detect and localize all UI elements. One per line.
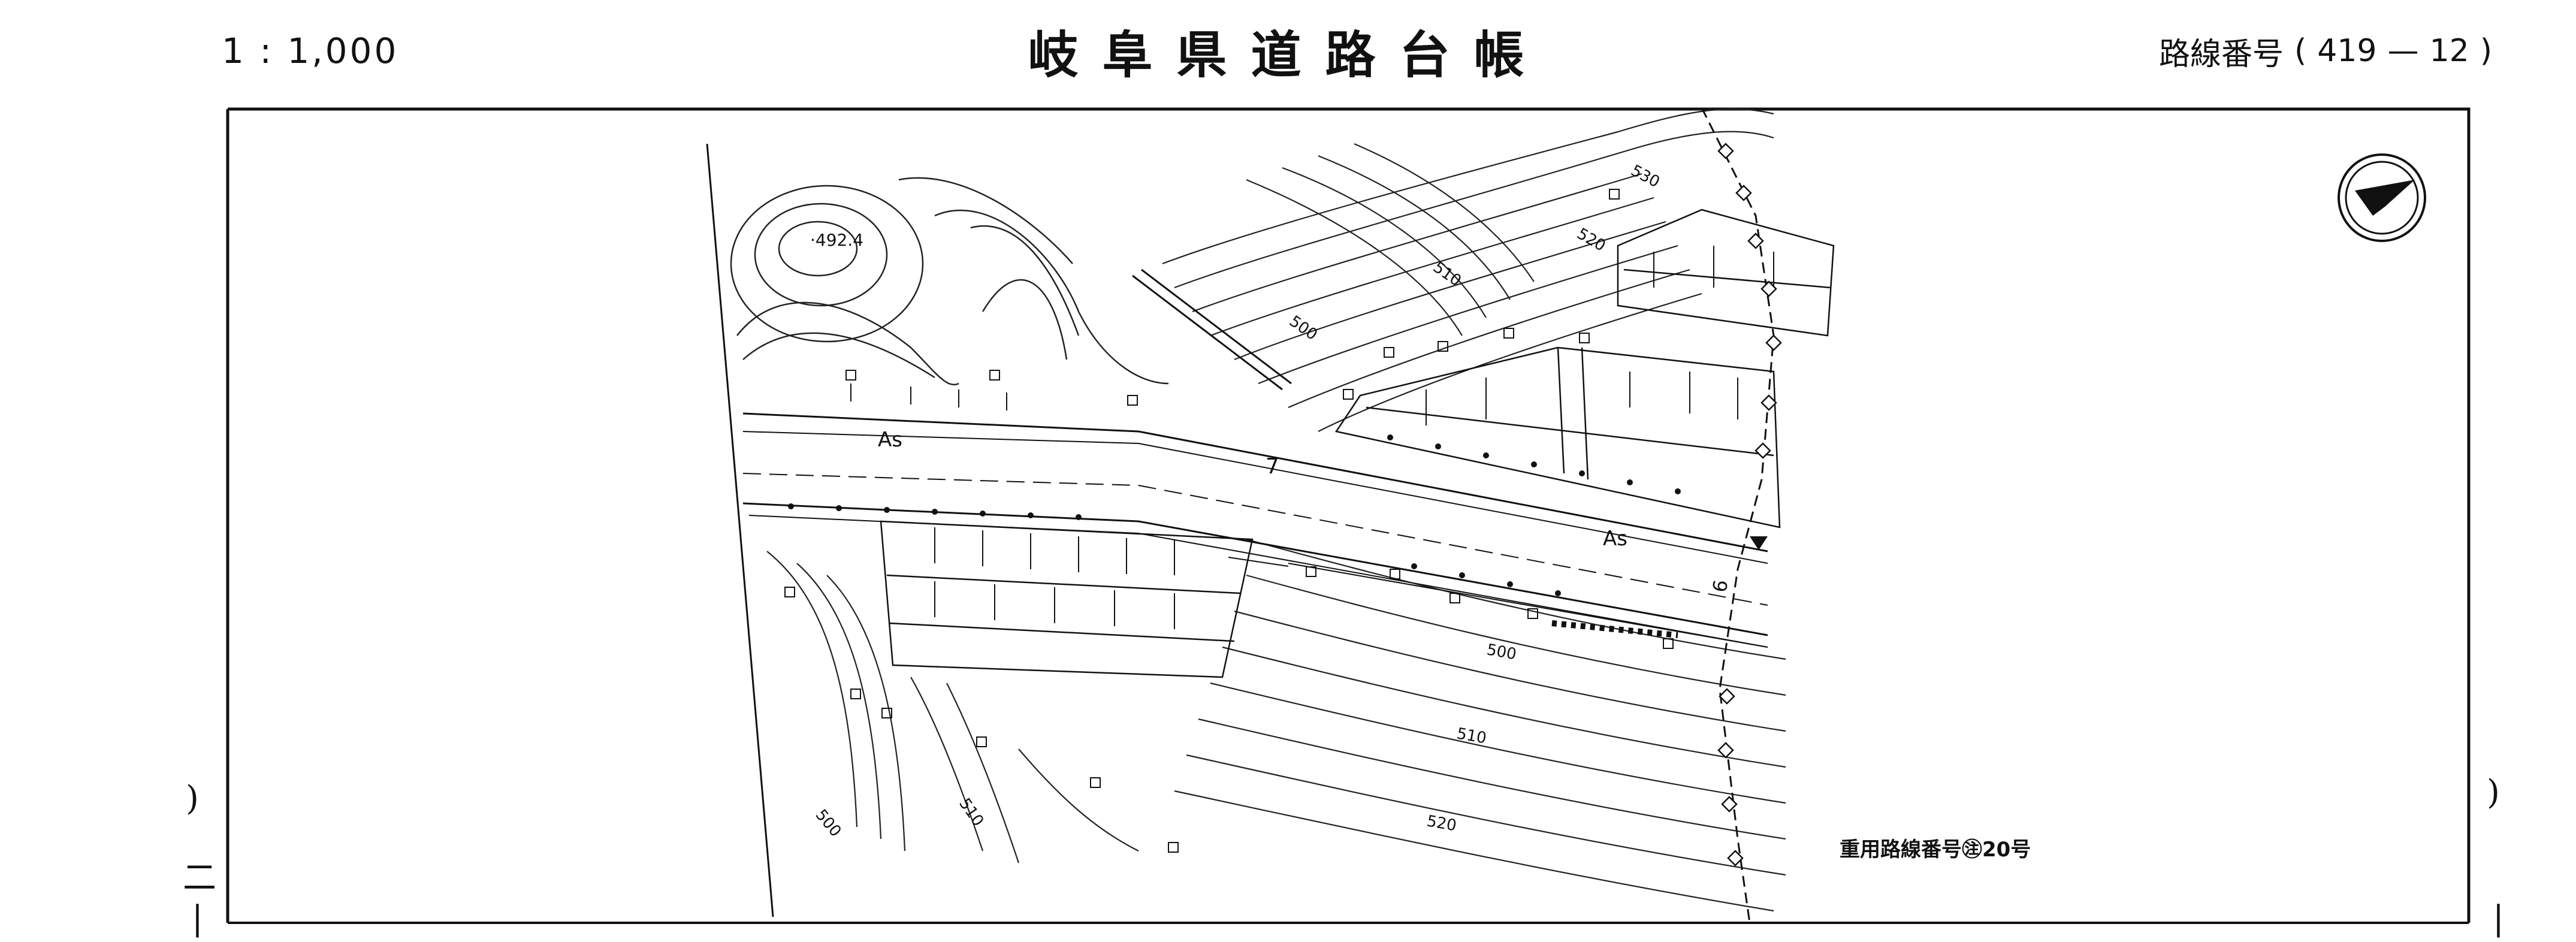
- contour-label-530: 530: [1628, 162, 1663, 192]
- left-margin-mark-3: |: [192, 899, 203, 938]
- contour-lines-lower: [766, 538, 1786, 912]
- contour-lines-hill: [730, 177, 1169, 386]
- route-diamond-markers: [1717, 143, 1782, 866]
- contour-label-510-lower: 510: [1455, 724, 1488, 747]
- page-title: 岐阜県道路台帳: [1028, 25, 1548, 84]
- station-mark-6: 6: [1708, 578, 1732, 594]
- guardrail-posts: [788, 434, 1681, 596]
- benchmark-icon: [1750, 536, 1768, 550]
- route-sheet-value: 12: [2429, 33, 2469, 69]
- sheet-boundary: [706, 143, 774, 917]
- elevation-point: ·492.4: [810, 230, 863, 250]
- contour-label-520-lower: 520: [1426, 812, 1458, 835]
- right-margin-mark-1: ): [2487, 773, 2500, 812]
- route-open-paren: (: [2294, 33, 2307, 69]
- map-scale: 1 : 1,000: [222, 31, 399, 71]
- pavement-label-1: As: [878, 428, 902, 452]
- boundary-markers: [784, 189, 1674, 853]
- contour-label-500: 500: [1286, 312, 1321, 344]
- ditch: [1132, 274, 1283, 391]
- contour-label-500-lower: 500: [1485, 641, 1518, 663]
- north-arrow-icon: [2338, 153, 2426, 242]
- right-margin-mark-2: |: [2493, 899, 2504, 938]
- route-label: 路線番号: [2158, 36, 2284, 73]
- fence: [1551, 620, 1678, 638]
- station-mark-7: 7: [1266, 454, 1279, 479]
- route-dash: —: [2387, 33, 2419, 69]
- route-number: 路線番号 ( 419 — 12 ): [2148, 0, 2492, 102]
- left-margin-mark-2: 二: [183, 859, 216, 898]
- route-boundary-line: [1701, 107, 1775, 923]
- contour-label-510-left: 510: [955, 795, 987, 830]
- map-frame: [228, 107, 2471, 923]
- route-close-paren: ): [2480, 33, 2492, 69]
- slope-hachures: [850, 246, 1774, 629]
- route-number-value: 419: [2317, 33, 2377, 69]
- contour-label-500-left: 500: [812, 806, 845, 840]
- contour-lines-upper: [1162, 108, 1774, 432]
- pavement-label-2: As: [1603, 527, 1627, 551]
- contour-label-520: 520: [1574, 225, 1609, 255]
- overlap-route-note: 重用路線番号㊟20号: [1840, 838, 2031, 862]
- left-margin-mark-1: ): [186, 779, 199, 818]
- retaining-walls: [880, 209, 1835, 678]
